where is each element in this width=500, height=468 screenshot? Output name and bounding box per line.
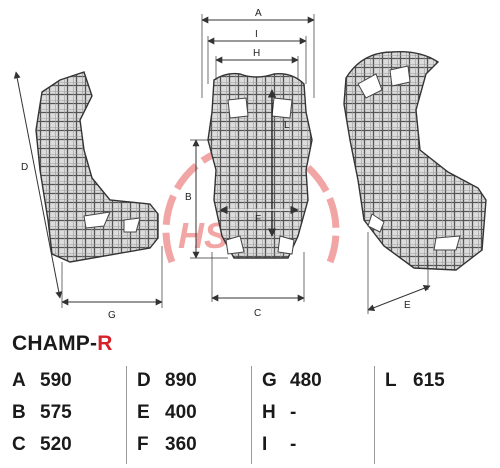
dimension-g-label: G [108,310,116,321]
spec-column-2: D 890 E 400 F 360 [126,366,247,464]
seat-perspective-view [343,51,487,271]
spec-key: I [262,434,268,455]
spec-row: B 575 [12,398,72,428]
spec-key: B [12,402,26,423]
dimension-i-label: I [255,29,258,40]
dimension-l-label: L [284,120,290,131]
spec-row: A 590 [12,366,72,396]
spec-key: D [137,370,151,391]
spec-value: 400 [165,402,197,423]
spec-value: 575 [40,402,72,423]
spec-row: L 615 [385,366,445,396]
spec-value: 480 [290,370,322,391]
seat-side-view [35,71,159,263]
spec-value: - [290,434,297,455]
spec-key: F [137,434,149,455]
dimension-a-label: A [255,8,262,19]
spec-key: G [262,370,277,391]
model-name: CHAMP- [12,332,98,355]
model-title: CHAMP-R [12,332,113,356]
spec-value: 590 [40,370,72,391]
dimension-a: A [201,8,315,98]
dimension-h: H [215,48,299,80]
spec-row: E 400 [137,398,197,428]
dimension-c-label: C [254,308,261,319]
dimension-e-label: E [404,300,411,311]
spec-row: H- [262,398,296,428]
spec-row: F 360 [137,430,197,460]
spec-column-1: A 590 B 575 C 520 [12,366,122,464]
spec-column-4: L 615 [374,366,495,464]
spec-value: 360 [165,434,197,455]
dimension-d: D [13,71,63,299]
spec-key: C [12,434,26,455]
dimension-b: B [185,139,228,259]
dimension-b-label: B [185,192,192,203]
seat-dimension-diagram: HSEA D G A I [13,8,487,321]
model-suffix: R [97,332,113,355]
spec-row: C 520 [12,430,72,460]
spec-value: 520 [40,434,72,455]
spec-value: - [290,402,297,423]
dimension-i: I [207,29,307,84]
spec-value: 890 [165,370,197,391]
dimension-d-label: D [21,162,28,173]
spec-key: H [262,402,276,423]
spec-key: L [385,370,397,391]
spec-row: I- [262,430,296,460]
spec-key: E [137,402,150,423]
dimension-f: F [219,205,299,225]
spec-key: A [12,370,26,391]
spec-row: D 890 [137,366,197,396]
dimension-h-label: H [253,48,260,59]
spec-row: G 480 [262,366,322,396]
dimension-c: C [211,252,305,319]
seat-front-view [207,72,313,259]
dimension-f-label: F [255,214,261,225]
dimension-g: G [61,246,163,321]
spec-value: 615 [413,370,445,391]
dimension-e: E [367,232,431,314]
